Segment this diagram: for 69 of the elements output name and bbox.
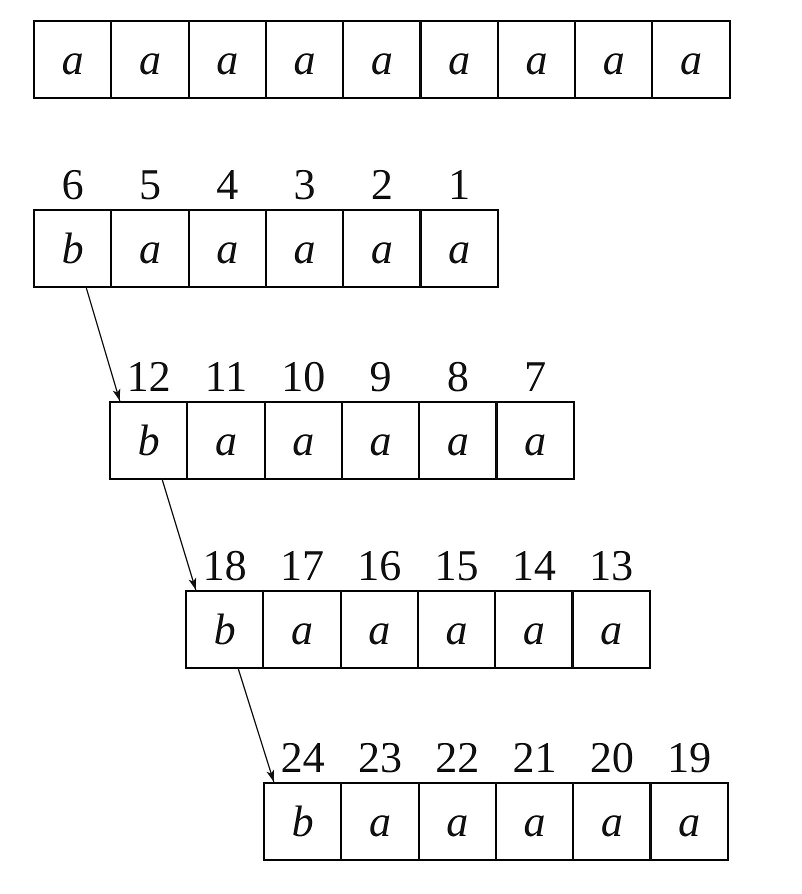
position-number: 14 (512, 544, 556, 588)
symbol-letter: a (370, 226, 393, 270)
symbol-letter: a (600, 800, 623, 844)
position-number: 11 (204, 355, 248, 399)
arrow (86, 288, 120, 402)
array-cell (342, 20, 422, 99)
symbol-letter: a (290, 608, 313, 652)
array-cell (574, 20, 654, 99)
symbol-letter: a (368, 800, 391, 844)
symbol-letter: a (138, 38, 161, 82)
position-number: 2 (370, 163, 393, 207)
symbol-letter: a (524, 800, 546, 844)
position-number: 3 (294, 163, 316, 207)
symbol-letter: a (216, 226, 238, 270)
position-number: 9 (370, 355, 392, 399)
array-cell (420, 20, 499, 99)
symbol-letter: a (600, 608, 622, 652)
symbol-letter: a (292, 418, 314, 462)
symbol-letter: b (138, 418, 160, 462)
position-number: 16 (357, 544, 402, 588)
symbol-letter: b (62, 226, 84, 270)
position-number: 12 (126, 355, 171, 399)
symbol-letter: a (602, 38, 625, 82)
position-number: 15 (434, 544, 479, 588)
array-cell (110, 20, 190, 99)
position-number: 17 (280, 544, 324, 588)
symbol-letter: a (524, 418, 546, 462)
position-number: 22 (435, 736, 480, 780)
position-number: 19 (667, 736, 712, 780)
position-number: 10 (281, 355, 326, 399)
symbol-letter: a (216, 38, 238, 82)
symbol-letter: b (214, 608, 236, 652)
symbol-letter: a (294, 38, 316, 82)
symbol-letter: b (292, 800, 314, 844)
symbol-letter: a (448, 226, 470, 270)
position-number: 13 (589, 544, 634, 588)
symbol-letter: a (368, 608, 390, 652)
array-cell (496, 20, 576, 99)
position-number: 24 (280, 736, 325, 780)
position-number: 20 (590, 736, 634, 780)
symbol-letter: a (294, 226, 316, 270)
position-number: 23 (358, 736, 402, 780)
position-number: 8 (446, 355, 469, 399)
position-number: 21 (512, 736, 557, 780)
position-number: 7 (524, 355, 546, 399)
arrow (238, 668, 274, 782)
position-number: 5 (138, 163, 161, 207)
symbol-letter: a (446, 418, 469, 462)
array-cell (33, 20, 112, 99)
position-number: 1 (448, 163, 470, 207)
symbol-letter: a (522, 608, 545, 652)
position-number: 18 (202, 544, 247, 588)
position-number: 6 (62, 163, 84, 207)
symbol-letter: a (525, 38, 548, 82)
symbol-letter: a (214, 418, 237, 462)
symbol-letter: a (448, 38, 470, 82)
symbol-letter: a (62, 38, 84, 82)
array-cell (264, 20, 344, 99)
array-cell (188, 20, 267, 99)
symbol-letter: a (680, 38, 702, 82)
array-cell (651, 20, 731, 99)
arrow (162, 480, 196, 590)
symbol-letter: a (370, 418, 392, 462)
symbol-letter: a (446, 608, 468, 652)
symbol-letter: a (370, 38, 393, 82)
symbol-letter: a (678, 800, 700, 844)
symbol-letter: a (138, 226, 161, 270)
symbol-letter: a (446, 800, 468, 844)
position-number: 4 (216, 163, 238, 207)
